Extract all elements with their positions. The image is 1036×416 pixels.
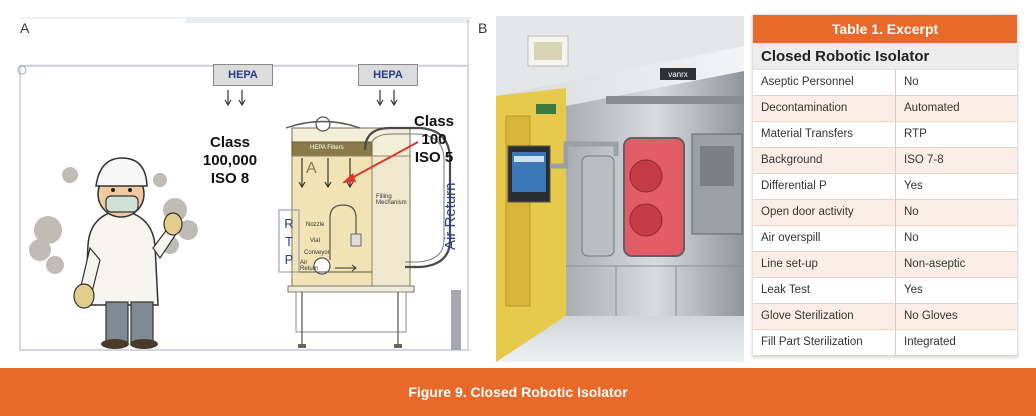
filling-mechanism-line2: Mechanism (376, 200, 407, 206)
isolator-photo: vanrx (496, 16, 744, 362)
class-iso5-line2: 100 (421, 131, 447, 148)
hepa-filter-right: HEPA (358, 64, 418, 86)
panel-b-photo: B (476, 10, 746, 362)
table-cell-label: Fill Part Sterilization (753, 330, 896, 355)
table-cell-label: Material Transfers (753, 122, 896, 147)
table-cell-label: Aseptic Personnel (753, 70, 896, 95)
table-row: Background ISO 7-8 (753, 148, 1017, 174)
table-title: Table 1. Excerpt (753, 15, 1017, 43)
table-subtitle: Closed Robotic Isolator (753, 43, 1017, 70)
table-cell-label: Air overspill (753, 226, 896, 251)
table-row: Open door activity No (753, 200, 1017, 226)
air-return-label: Air Return (442, 182, 459, 250)
table-row: Leak Test Yes (753, 278, 1017, 304)
class-iso5-line1: Class (413, 113, 455, 130)
panel-a-letter: A (20, 20, 30, 36)
vial-label: Vial (310, 238, 320, 244)
rtp-letter-t: T (285, 234, 293, 249)
table-cell-label: Glove Sterilization (753, 304, 896, 329)
class-iso8-line1: Class (209, 134, 251, 151)
table-cell-value: No (904, 232, 919, 244)
figure-caption: Figure 9. Closed Robotic Isolator (0, 368, 1036, 416)
table-cell-label: Background (753, 148, 896, 173)
class-iso5-label: Class 100 ISO 5 (402, 113, 466, 167)
table-cell-value: RTP (904, 128, 927, 140)
table-cell-value: Yes (904, 180, 923, 192)
table-row: Glove Sterilization No Gloves (753, 304, 1017, 330)
air-return-small-line1: Air (300, 260, 308, 266)
table-cell-value: No (904, 206, 919, 218)
table-cell-value: Automated (904, 102, 960, 114)
table-row: Differential P Yes (753, 174, 1017, 200)
isolator-photo-illustration: vanrx (496, 16, 744, 362)
table-row: Fill Part Sterilization Integrated (753, 330, 1017, 356)
class-iso8-label: Class 100,000 ISO 8 (190, 134, 270, 188)
table-cell-value: Non-aseptic (904, 258, 966, 270)
table-cell-label: Decontamination (753, 96, 896, 121)
table-cell-label: Differential P (753, 174, 896, 199)
class-iso8-line3: ISO 8 (210, 170, 250, 187)
table-row: Air overspill No (753, 226, 1017, 252)
isolator-machine (278, 116, 452, 348)
isolator-letter: A (306, 160, 317, 177)
hepa-left-arrows (224, 90, 398, 107)
table-row: Aseptic Personnel No (753, 70, 1017, 96)
air-return-small-line2: Return (300, 266, 319, 272)
airflow-arrow (342, 141, 419, 183)
table-row: Line set-up Non-aseptic (753, 252, 1017, 278)
rtp-letter-r: R (284, 216, 294, 231)
table-row: Material Transfers RTP (753, 122, 1017, 148)
filling-mechanism-label: Filling Mechanism (376, 194, 407, 206)
brand-logo: vanrx (668, 70, 688, 79)
table-cell-value: No Gloves (904, 310, 958, 322)
table-cell-value: No (904, 76, 919, 88)
table-cell-value: Yes (904, 284, 923, 296)
table-cell-value: ISO 7-8 (904, 154, 944, 166)
hepa-filter-left: HEPA (213, 64, 273, 86)
table-cell-label: Open door activity (753, 200, 896, 225)
table-cell-label: Line set-up (753, 252, 896, 277)
table-excerpt: Table 1. Excerpt Closed Robotic Isolator… (752, 14, 1018, 357)
panel-a-diagram: A HEPA HEPA Class 100,000 ISO 8 Class 10… (10, 10, 472, 362)
hepa-filters-label: HEPA Filters (310, 145, 344, 151)
class-iso8-line2: 100,000 (202, 152, 258, 169)
nozzle-label: Nozzle (306, 222, 325, 228)
rtp-letter-p: P (284, 252, 294, 267)
table-cell-label: Leak Test (753, 278, 896, 303)
conveyor-label: Conveyor (304, 250, 330, 256)
filling-mechanism-line1: Filling (376, 194, 392, 200)
air-return-small-label: Air Return (300, 260, 318, 272)
class-iso5-line3: ISO 5 (414, 149, 454, 166)
table-row: Decontamination Automated (753, 96, 1017, 122)
rtp-label: R T P (280, 215, 298, 269)
panel-b-letter: B (478, 20, 488, 36)
table-cell-value: Integrated (904, 336, 956, 348)
operator-illustration (29, 157, 198, 349)
